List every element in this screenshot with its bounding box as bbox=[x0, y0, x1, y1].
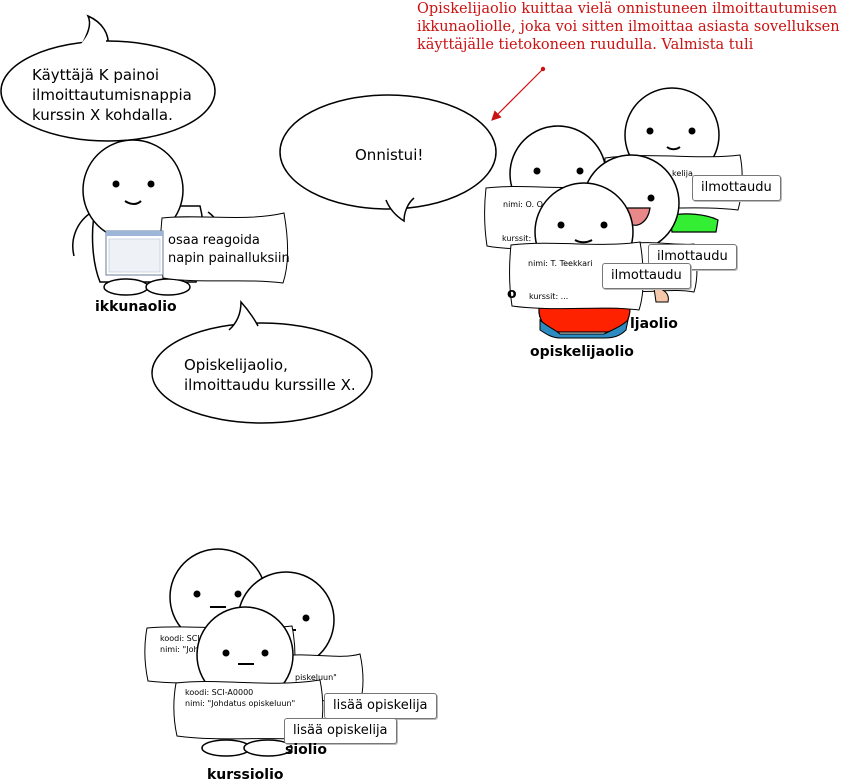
annotation-text: Opiskelijaolio kuittaa vielä onnistuneen… bbox=[417, 1, 840, 53]
course-card-front-code: koodi: SCI-A0000 bbox=[185, 688, 254, 697]
course-objects-figures bbox=[144, 548, 364, 757]
student-label-back: ljaolio bbox=[630, 316, 678, 332]
course-card-mid-partial: piskeluun" bbox=[295, 673, 337, 682]
student-card-back-name: nimi: O. O bbox=[503, 200, 543, 209]
student-card-right-partial: kelija bbox=[672, 169, 693, 178]
annotation-arrow bbox=[491, 68, 544, 121]
speech-bubble-success bbox=[279, 94, 497, 223]
course-card-front-name: nimi: "Johdatus opiskeluun" bbox=[185, 699, 296, 708]
window-object-figure bbox=[72, 139, 289, 296]
student-label-back-left: o bbox=[507, 286, 517, 302]
annotation-arrow-dot bbox=[540, 66, 546, 72]
course-card-back-code: koodi: SCI bbox=[160, 634, 200, 643]
window-object-label: ikkunaolio bbox=[95, 299, 177, 315]
bubble-text-user-click: Käyttäjä K painoi ilmoittautumisnappia k… bbox=[32, 66, 192, 124]
student-card-front-name: nimi: T. Teekkari bbox=[528, 259, 593, 268]
window-screen-icon bbox=[105, 230, 164, 276]
course-card-back-name: nimi: "Joh bbox=[160, 645, 199, 654]
speech-bubble-enroll-request bbox=[151, 300, 373, 424]
speech-bubble-user-click bbox=[0, 14, 216, 142]
student-label: opiskelijaolio bbox=[530, 344, 634, 360]
add-student-button-front[interactable]: lisää opiskelija bbox=[284, 718, 397, 744]
course-label-back: siolio bbox=[285, 742, 327, 758]
bubble-text-enroll-request: Opiskelijaolio, ilmoittaudu kurssille X. bbox=[184, 356, 356, 394]
course-label: kurssiolio bbox=[207, 767, 284, 782]
enroll-button-front[interactable]: ilmottaudu bbox=[602, 263, 691, 289]
student-objects-figures bbox=[484, 87, 743, 339]
window-object-card-text: osaa reagoida napin painalluksiin bbox=[168, 233, 290, 266]
bubble-text-success: Onnistui! bbox=[355, 146, 424, 164]
student-card-back-courses: kurssit: bbox=[502, 234, 532, 243]
student-card-front-courses: kurssit: ... bbox=[529, 292, 569, 301]
enroll-button-back[interactable]: ilmottaudu bbox=[692, 175, 781, 201]
add-student-button-back[interactable]: lisää opiskelija bbox=[324, 693, 437, 719]
student-pants-blue bbox=[539, 318, 629, 339]
